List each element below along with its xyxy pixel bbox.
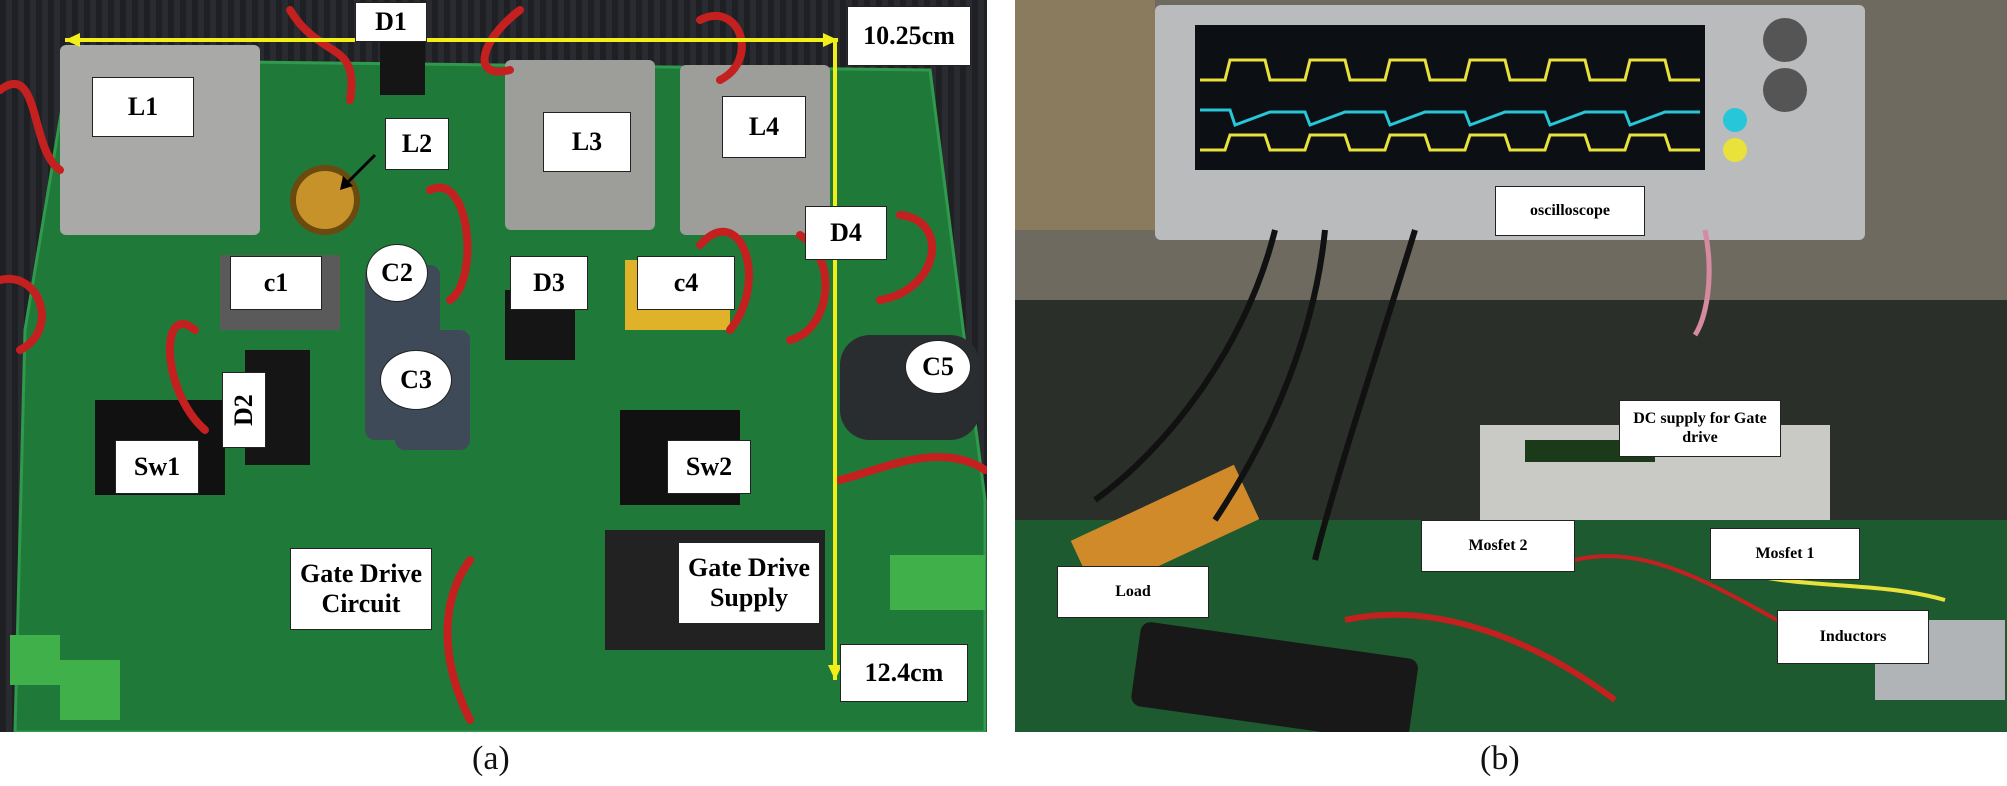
terminal-block-right (890, 555, 985, 610)
label-l4: L4 (722, 96, 806, 158)
label-inductors: Inductors (1777, 610, 1929, 664)
load-resistor (1070, 464, 1260, 596)
caption-a: (a) (472, 740, 510, 777)
label-c5: C5 (905, 340, 971, 394)
label-sw1: Sw1 (115, 440, 199, 494)
label-c4: c4 (637, 256, 735, 310)
label-c2: C2 (366, 244, 428, 302)
adapter-body (1131, 622, 1418, 732)
label-mosfet2: Mosfet 2 (1421, 520, 1575, 572)
label-load: Load (1057, 566, 1209, 618)
label-l1: L1 (92, 77, 194, 137)
label-mosfet1: Mosfet 1 (1710, 528, 1860, 580)
caption-b: (b) (1480, 740, 1520, 777)
trace-ch1 (1200, 58, 1700, 82)
label-l2: L2 (385, 118, 449, 170)
label-height-dimension: 12.4cm (840, 644, 968, 702)
trace-ch3 (1200, 133, 1700, 152)
label-l3: L3 (543, 112, 631, 172)
label-c1: c1 (230, 256, 322, 310)
label-width-dimension: 10.25cm (847, 6, 971, 66)
terminal-block-left (10, 635, 60, 685)
inductor-l1-body (60, 45, 260, 235)
label-d3: D3 (510, 256, 588, 310)
label-gate-drive-circuit: Gate Drive Circuit (290, 548, 432, 630)
label-sw2: Sw2 (667, 440, 751, 494)
label-d2: D2 (222, 372, 266, 448)
label-gate-drive-supply: Gate Drive Supply (678, 542, 820, 624)
oscilloscope-screen (1195, 25, 1705, 170)
photo-test-bench: oscilloscope DC supply for Gate drive Mo… (1015, 0, 2007, 732)
label-d4: D4 (805, 206, 887, 260)
label-oscilloscope: oscilloscope (1495, 186, 1645, 236)
label-d1: D1 (355, 2, 427, 42)
label-dc-supply: DC supply for Gate drive (1619, 400, 1781, 457)
label-c3: C3 (380, 350, 452, 410)
trace-ch2 (1200, 108, 1700, 127)
inductor-l2-coil (290, 165, 360, 235)
photo-pcb-board: L1 D1 10.25cm L2 L3 L4 D4 c1 C2 D3 c4 C3… (0, 0, 987, 732)
